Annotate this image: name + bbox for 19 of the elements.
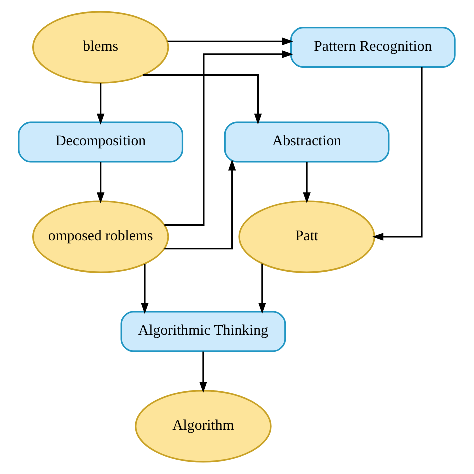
node-ellipse: Algorithm	[135, 390, 272, 463]
node-box: Abstraction	[224, 122, 390, 163]
node-ellipse: Patt	[238, 200, 376, 274]
arrow	[164, 50, 294, 226]
arrow	[372, 67, 423, 241]
node-box: Algorithmic Thinking	[120, 311, 286, 352]
arrow	[164, 160, 236, 250]
node-box: Pattern Recognition	[290, 27, 456, 68]
arrow	[143, 74, 262, 125]
arrow	[200, 352, 208, 394]
node-ellipse: omposed roblems	[32, 200, 170, 274]
arrow	[96, 162, 105, 204]
node-box: Decomposition	[18, 122, 184, 163]
arrow	[96, 83, 105, 125]
arrow	[168, 38, 294, 46]
arrow	[141, 264, 149, 314]
arrow	[258, 264, 266, 314]
arrow	[303, 162, 311, 204]
node-ellipse: blems	[32, 11, 170, 84]
